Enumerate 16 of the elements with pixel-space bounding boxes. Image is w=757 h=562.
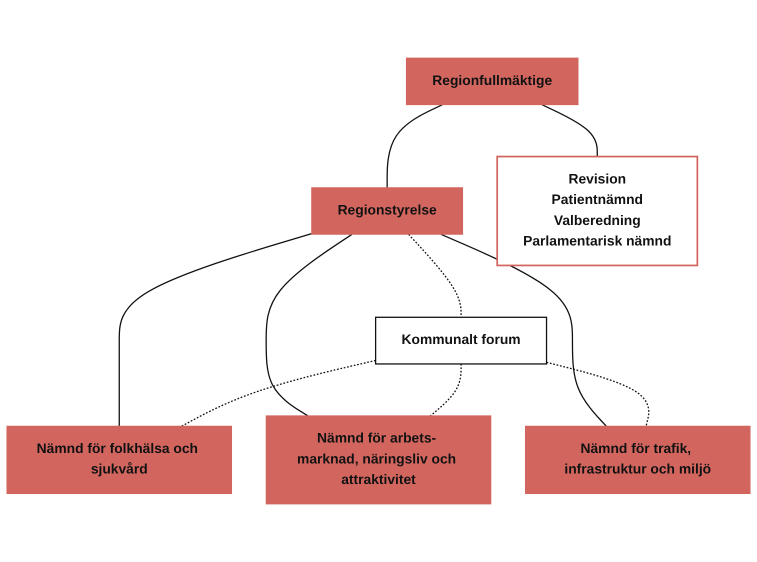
node-box: Nämnd för arbets- marknad, näringsliv och attraktivitet — [266, 415, 492, 504]
connector — [542, 104, 598, 157]
node-box: Regionstyrelse — [311, 187, 464, 235]
node-box: Nämnd för folkhälsa och sjukvård — [6, 426, 232, 494]
connector — [440, 234, 607, 427]
connector — [386, 104, 443, 188]
node-box: Kommunalt forum — [374, 316, 548, 365]
connector — [266, 234, 352, 416]
node-box: Nämnd för trafik, infrastruktur och miljö — [524, 426, 751, 494]
node-box: Regionfullmäktige — [406, 58, 578, 106]
connector — [546, 362, 650, 426]
connector — [181, 360, 376, 427]
node-box: Revision Patientnämnd Valberedning Parlamentarisk nämnd — [496, 156, 698, 266]
connector — [118, 233, 312, 426]
connector — [408, 234, 462, 318]
connector — [430, 364, 462, 416]
